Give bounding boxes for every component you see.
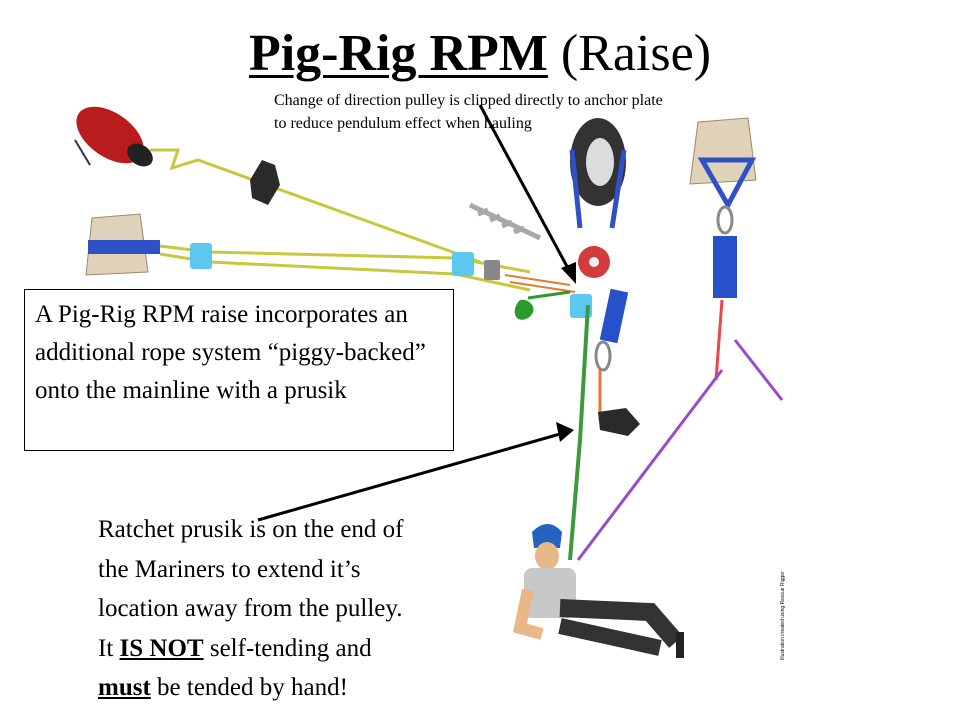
rope-grab-left [190, 243, 212, 269]
caption-line-4c: self-tending and [203, 634, 372, 662]
ratchet-prusik-caption: Ratchet prusik is on the end of the Mari… [98, 510, 518, 708]
tree-stump-right-icon [689, 117, 757, 211]
purple-rope [576, 339, 784, 561]
caption-line-3: location away from the pulley. [98, 595, 403, 622]
carabiner-middle [484, 260, 500, 280]
anchor-rope-lower [159, 252, 531, 292]
mainline-rope [568, 304, 590, 561]
caption-line-5: must be tended by hand! [98, 668, 518, 708]
pointer-arrow-prusik [257, 422, 574, 522]
title-rest: (Raise) [547, 25, 712, 82]
page-title: Pig-Rig RPM (Raise) [0, 22, 960, 86]
caption-line-5b: be tended by hand! [150, 674, 348, 701]
caption-line-4a: It [98, 634, 120, 662]
blue-sling-icon [599, 288, 629, 344]
green-knot-icon [514, 299, 534, 320]
yellow-haul-rope [150, 148, 481, 264]
prusik-cord [504, 274, 576, 293]
caption-emphasis-must: must [98, 674, 151, 701]
rescuer-figure-icon [512, 524, 684, 658]
tree-stump-left-icon [85, 213, 160, 276]
glove-middle-icon [598, 408, 640, 436]
caption-line-2: the Mariners to extend it’s [98, 555, 361, 583]
glove-icon [250, 160, 280, 205]
title-bold: Pig-Rig RPM [248, 25, 548, 82]
caption-emphasis-is-not: IS NOT [119, 634, 204, 662]
rope-grab-middle [452, 252, 474, 276]
pig-rig-description-box: A Pig-Rig RPM raise incorporates an addi… [24, 289, 454, 451]
illustration-credit: Illustration created using Rescue Rigger [780, 571, 786, 660]
caption-line-1: Ratchet prusik is on the end of [98, 516, 404, 543]
rope-bag-icon [74, 106, 153, 167]
pointer-arrow-pulley [478, 104, 576, 284]
pulley-note: Change of direction pulley is clipped di… [274, 92, 663, 132]
right-sling-icon [713, 236, 737, 298]
caption-line-4: It IS NOT self-tending and [98, 629, 518, 669]
brake-rack-icon [468, 202, 542, 241]
tire-anchor-icon [569, 118, 627, 229]
